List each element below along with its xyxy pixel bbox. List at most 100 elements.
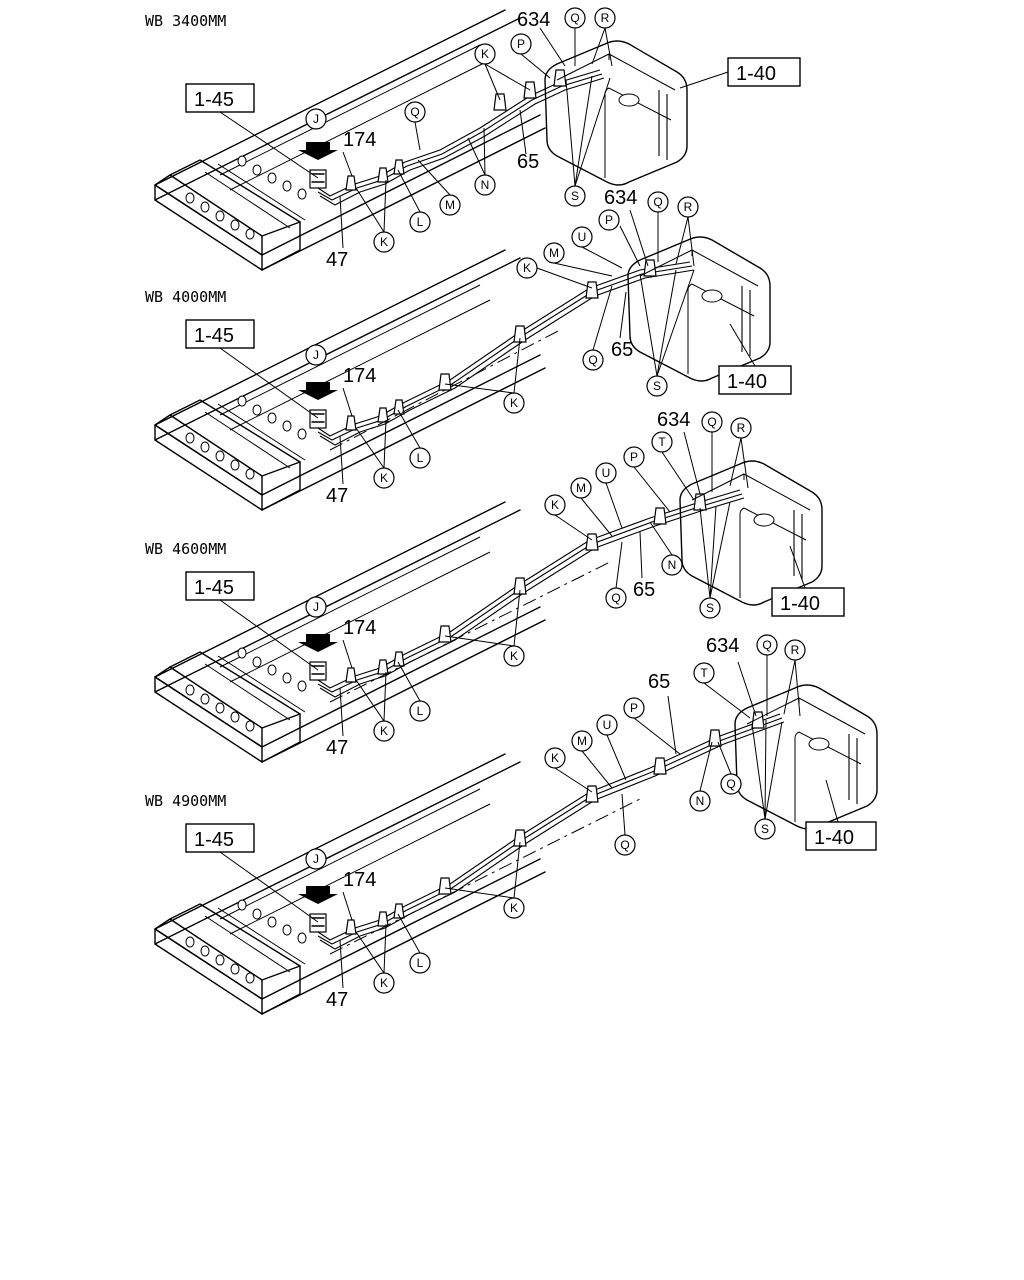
svg-text:K: K <box>551 751 559 765</box>
svg-text:P: P <box>630 701 638 715</box>
svg-text:S: S <box>571 189 579 203</box>
svg-text:Q: Q <box>762 638 771 652</box>
part-number: 634 <box>604 187 637 209</box>
callout-circle: J <box>305 596 327 618</box>
svg-text:Q: Q <box>410 105 419 119</box>
callout-circle: K <box>373 231 395 253</box>
svg-text:N: N <box>696 794 705 808</box>
svg-text:T: T <box>658 435 666 449</box>
svg-text:L: L <box>417 451 424 465</box>
part-number: 174 <box>343 365 376 387</box>
callout-circle: S <box>699 597 721 619</box>
callout-circle: Q <box>404 101 426 123</box>
ref-box <box>718 365 792 395</box>
panel-title: WB 4900MM <box>145 792 226 810</box>
svg-text:J: J <box>313 348 319 362</box>
callout-circle: L <box>409 211 431 233</box>
part-number: 65 <box>633 579 655 601</box>
svg-text:M: M <box>549 246 559 260</box>
part-number: 634 <box>706 635 739 657</box>
callout-circle: T <box>651 431 673 453</box>
ref-label: 1-45 <box>194 325 234 347</box>
callout-circle: Q <box>756 634 778 656</box>
callout-circle: M <box>571 730 593 752</box>
callout-circle: K <box>503 392 525 414</box>
ref-box <box>185 83 255 113</box>
svg-text:R: R <box>737 421 746 435</box>
svg-text:Q: Q <box>588 353 597 367</box>
callout-circle: P <box>623 697 645 719</box>
part-number: 47 <box>326 249 348 271</box>
callout-circle: N <box>661 554 683 576</box>
callout-circle: Q <box>582 349 604 371</box>
svg-text:K: K <box>510 901 518 915</box>
part-number: 65 <box>611 339 633 361</box>
svg-text:P: P <box>517 37 525 51</box>
callout-circle: R <box>784 639 806 661</box>
callout-circle: U <box>595 462 617 484</box>
panel-2: WB 4000MM 1-45 1-40 634 174 65 47 P Q R … <box>145 187 792 511</box>
ref-box <box>771 587 845 617</box>
callout-circle: P <box>623 446 645 468</box>
callout-circle: Q <box>647 191 669 213</box>
svg-text:K: K <box>551 498 559 512</box>
callout-circle: J <box>305 848 327 870</box>
svg-text:K: K <box>481 47 489 61</box>
callout-circle: K <box>503 645 525 667</box>
svg-text:K: K <box>380 235 388 249</box>
ref-label: 1-40 <box>727 371 767 393</box>
panel-title: WB 4600MM <box>145 540 226 558</box>
callout-circle: L <box>409 700 431 722</box>
svg-text:J: J <box>313 112 319 126</box>
callout-circle: L <box>409 447 431 469</box>
panel-title: WB 3400MM <box>145 12 226 30</box>
ref-label: 1-45 <box>194 577 234 599</box>
callout-circle: Q <box>720 773 742 795</box>
svg-text:L: L <box>417 704 424 718</box>
svg-text:K: K <box>510 396 518 410</box>
callout-circle: J <box>305 344 327 366</box>
part-number: 634 <box>517 9 550 31</box>
panel-3: WB 4600MM 1-45 1-40 634 174 65 47 Q R T … <box>145 409 845 763</box>
svg-text:R: R <box>791 643 800 657</box>
callout-circle: S <box>646 375 668 397</box>
part-number: 47 <box>326 485 348 507</box>
svg-text:Q: Q <box>570 11 579 25</box>
svg-text:M: M <box>576 481 586 495</box>
callout-circle: K <box>373 467 395 489</box>
callout-circle: Q <box>614 834 636 856</box>
svg-text:M: M <box>577 734 587 748</box>
callout-circle: K <box>503 897 525 919</box>
ref-label: 1-40 <box>814 827 854 849</box>
svg-text:N: N <box>481 178 490 192</box>
panel-title: WB 4000MM <box>145 288 226 306</box>
ref-box <box>185 823 255 853</box>
ref-box <box>727 57 801 87</box>
svg-text:U: U <box>602 466 611 480</box>
svg-text:L: L <box>417 956 424 970</box>
svg-text:T: T <box>700 666 708 680</box>
svg-text:Q: Q <box>611 591 620 605</box>
callout-circle: K <box>474 43 496 65</box>
svg-text:P: P <box>630 450 638 464</box>
panel-1: WB 3400MM 1-45 1-40 634 174 65 47 Q R P … <box>145 7 801 271</box>
svg-text:Q: Q <box>707 415 716 429</box>
callout-circle: S <box>564 185 586 207</box>
callout-circle: S <box>754 818 776 840</box>
svg-text:Q: Q <box>653 195 662 209</box>
svg-text:M: M <box>445 198 455 212</box>
svg-text:U: U <box>578 230 587 244</box>
svg-text:S: S <box>653 379 661 393</box>
ref-label: 1-40 <box>780 593 820 615</box>
svg-text:K: K <box>380 724 388 738</box>
callout-circle: R <box>594 7 616 29</box>
callout-circle: P <box>598 209 620 231</box>
svg-text:N: N <box>668 558 677 572</box>
callout-circle: M <box>439 194 461 216</box>
svg-text:S: S <box>761 822 769 836</box>
svg-text:S: S <box>706 601 714 615</box>
svg-text:J: J <box>313 852 319 866</box>
svg-text:K: K <box>510 649 518 663</box>
svg-text:R: R <box>684 200 693 214</box>
callout-circle: T <box>693 662 715 684</box>
